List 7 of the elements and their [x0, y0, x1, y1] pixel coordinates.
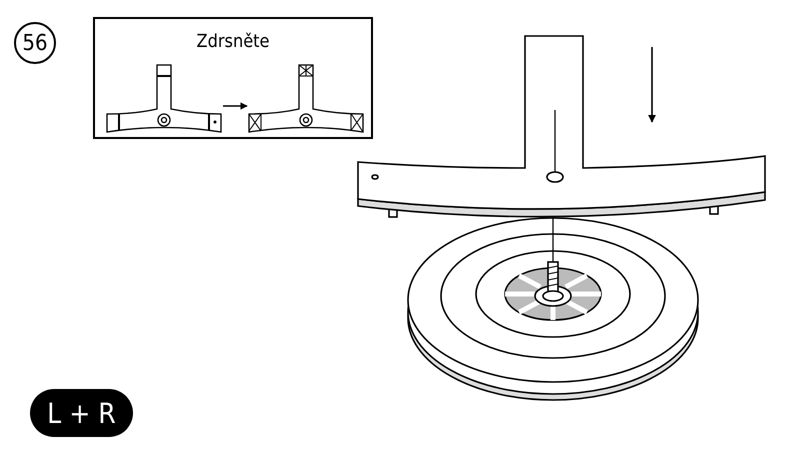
- inset-panel: [93, 17, 373, 139]
- instruction-text: Zdrsněte: [195, 31, 270, 52]
- t-piece-drawing: [105, 62, 223, 134]
- step-number: 56: [14, 22, 56, 64]
- roughened-t-piece-drawing: [247, 62, 365, 134]
- arrow: [223, 102, 248, 110]
- side-badge: L + R: [30, 389, 133, 437]
